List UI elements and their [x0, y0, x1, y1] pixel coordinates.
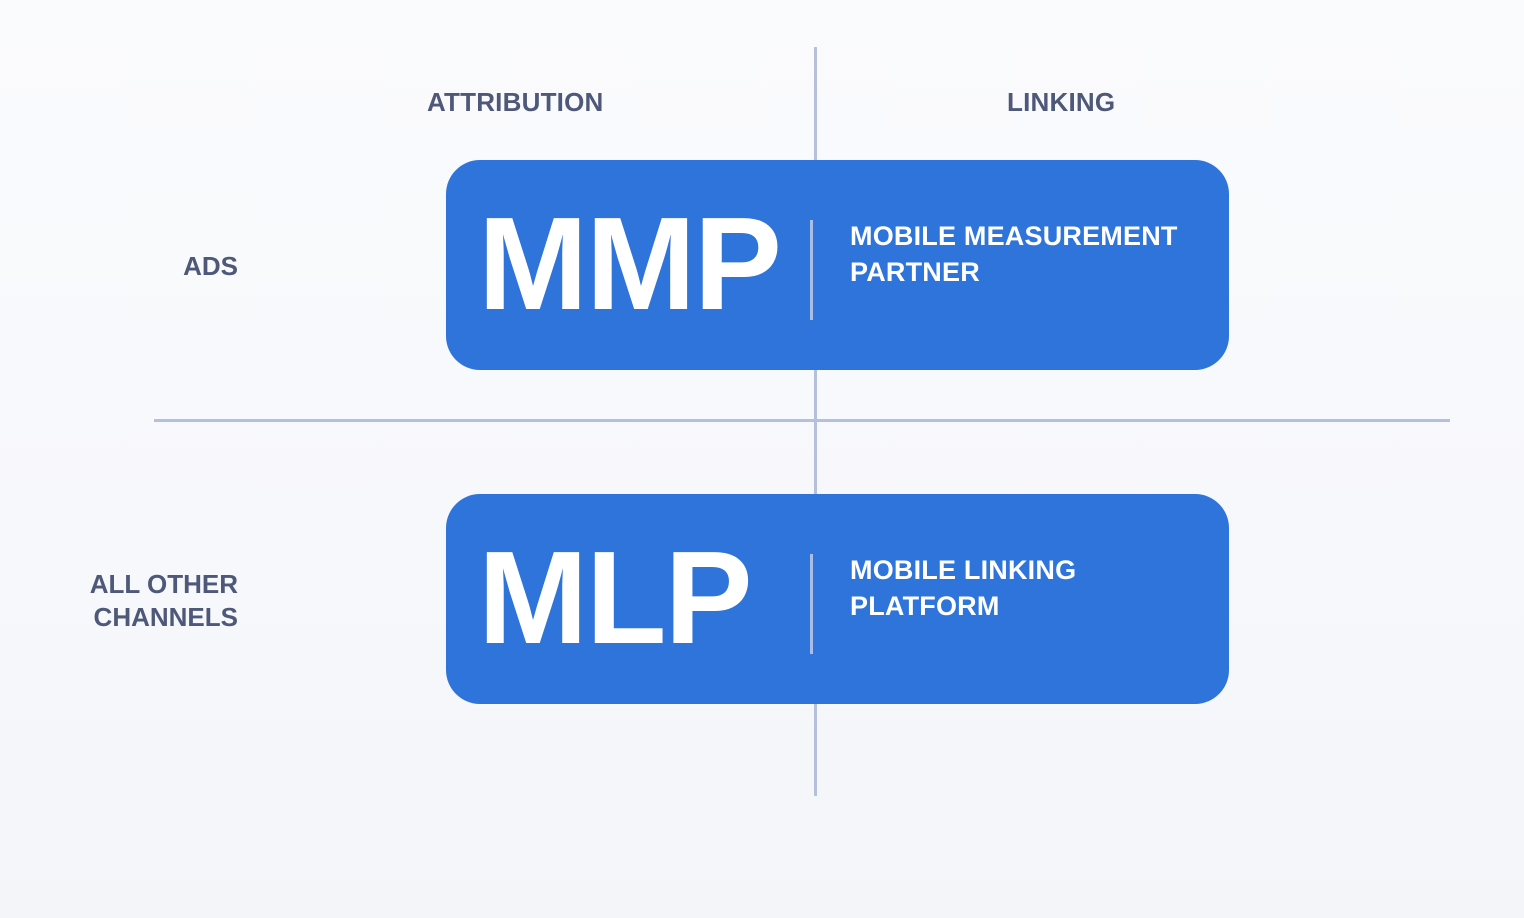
row-header-ads: ADS: [183, 250, 238, 283]
row-header-ads-line: ADS: [183, 251, 238, 281]
card-divider: [810, 220, 813, 320]
mlp-description-line-2: PLATFORM: [850, 591, 1000, 621]
mlp-card: MLP MOBILE LINKING PLATFORM: [446, 494, 1229, 704]
row-header-all-other-channels: ALL OTHER CHANNELS: [90, 568, 238, 634]
mmp-card: MMP MOBILE MEASUREMENT PARTNER: [446, 160, 1229, 370]
mlp-description: MOBILE LINKING PLATFORM: [850, 552, 1076, 624]
mmp-acronym: MMP: [478, 190, 782, 337]
row-header-line-1: ALL OTHER: [89, 569, 238, 599]
mmp-description-line-1: MOBILE MEASUREMENT: [850, 221, 1178, 251]
mmp-description: MOBILE MEASUREMENT PARTNER: [850, 218, 1178, 290]
card-divider: [810, 554, 813, 654]
mmp-description-line-2: PARTNER: [850, 257, 980, 287]
row-header-line-2: CHANNELS: [93, 602, 238, 632]
column-header-attribution: ATTRIBUTION: [427, 87, 604, 117]
mlp-description-line-1: MOBILE LINKING: [850, 555, 1077, 585]
mlp-acronym: MLP: [478, 524, 753, 671]
horizontal-axis-line: [154, 419, 1450, 422]
column-header-linking: LINKING: [1007, 87, 1116, 117]
